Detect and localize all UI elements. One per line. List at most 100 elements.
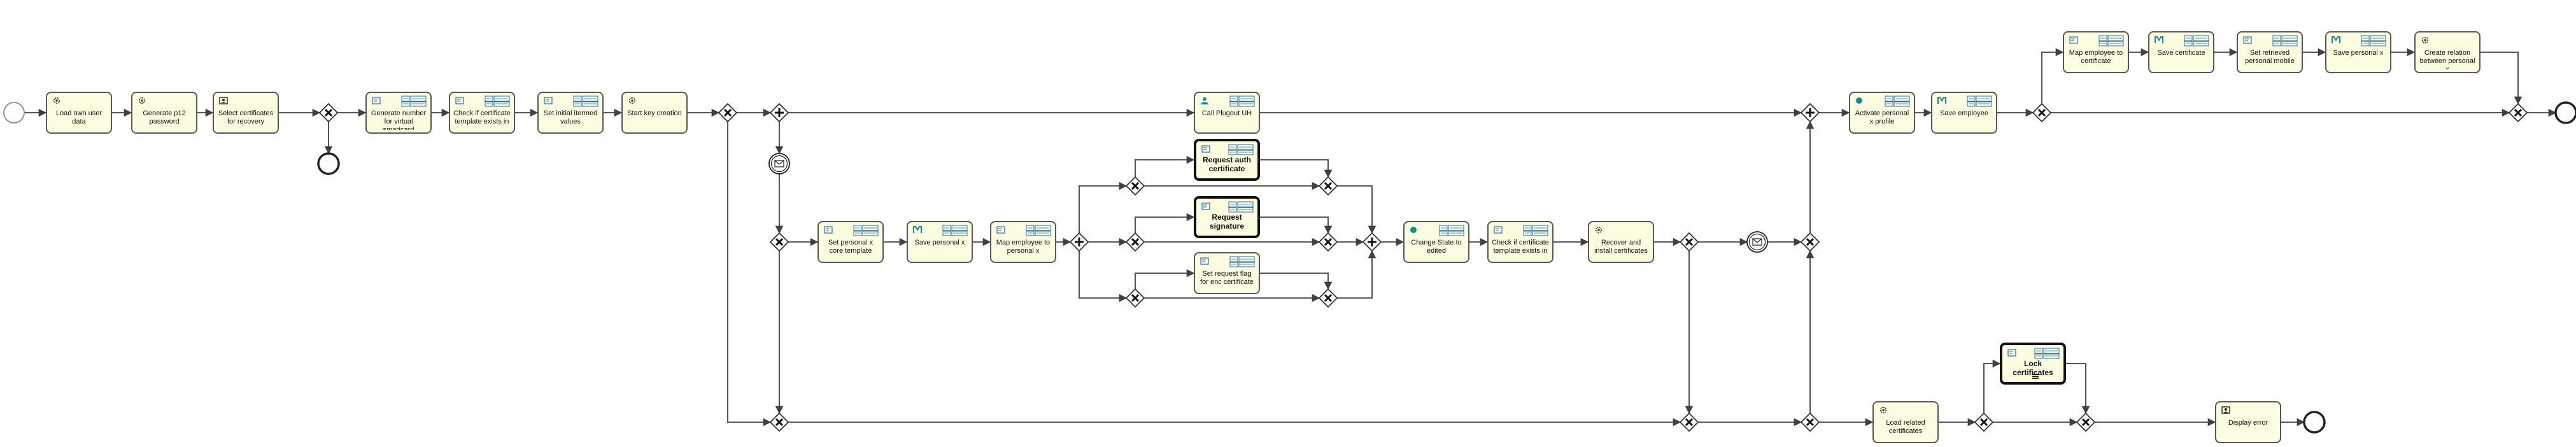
task-set-initial-itermed-values[interactable]: Set initial itermed values: [537, 92, 604, 134]
data-mapping-icon: [2184, 35, 2209, 46]
envelope-icon: [774, 160, 784, 167]
envelope-icon: [1752, 238, 1762, 246]
task-generate-number-for-virtual-smartcard[interactable]: Generate number for virtual smartcard: [365, 92, 432, 134]
sequence-flow[interactable]: [2066, 363, 2090, 415]
exclusive-x-icon: [2514, 108, 2523, 117]
task-label: Create relation between personal x: [2419, 49, 2475, 69]
sequence-flow[interactable]: [1135, 269, 1195, 289]
gateway-exclusive[interactable]: [1125, 232, 1145, 252]
exclusive-x-icon: [1324, 238, 1333, 246]
gear-icon: [2421, 36, 2429, 44]
task-map-employee-to-certificate[interactable]: Map employee to certificate: [2063, 31, 2129, 73]
task-lock-certificates[interactable]: Lock certificates: [2000, 343, 2066, 385]
task-request-auth-certificate[interactable]: Request auth certificate: [1194, 139, 1260, 181]
task-request-signature[interactable]: Request signature: [1194, 196, 1260, 238]
script-icon: [824, 226, 833, 234]
task-set-personal-x-core-template[interactable]: Set personal x core template: [817, 221, 884, 263]
script-icon: [455, 97, 464, 104]
sequence-flow[interactable]: [1079, 181, 1128, 233]
task-recover-and-install-certificates[interactable]: Recover and install certificates: [1588, 221, 1654, 263]
task-map-employee-to-personal-x[interactable]: Map employee to personal x: [990, 221, 1056, 263]
sequence-flow[interactable]: [1079, 251, 1128, 302]
task-set-retrieved-personal-mobile[interactable]: Set retrieved personal mobile: [2237, 31, 2303, 73]
gateway-exclusive[interactable]: [1318, 288, 1338, 308]
task-select-certificates-for-recovery[interactable]: Select certificates for recovery: [213, 92, 279, 134]
end-event[interactable]: [2303, 411, 2326, 434]
task-load-own-user-data[interactable]: Load own user data: [46, 92, 112, 134]
exclusive-x-icon: [775, 238, 784, 246]
sequence-flow[interactable]: [1260, 159, 1333, 178]
gateway-exclusive[interactable]: [2508, 103, 2528, 123]
gateway-parallel[interactable]: [1069, 232, 1089, 252]
task-save-employee[interactable]: Save employee: [1931, 92, 1997, 134]
task-start-key-creation[interactable]: Start key creation: [621, 92, 688, 134]
gateway-exclusive[interactable]: [1125, 288, 1145, 308]
sequence-flow[interactable]: [1337, 185, 1376, 234]
gear-icon: [138, 97, 146, 104]
save-icon: [1937, 97, 1946, 104]
message-event[interactable]: [768, 153, 790, 174]
task-check-if-certificate-template-exists-in[interactable]: Check if certificate template exists in: [1487, 221, 1553, 263]
task-label: Request auth certificate: [1202, 155, 1251, 173]
end-event[interactable]: [317, 152, 340, 175]
gateway-exclusive[interactable]: [2032, 103, 2052, 123]
message-event[interactable]: [1746, 231, 1768, 253]
exclusive-x-icon: [1324, 294, 1333, 302]
sequence-flow[interactable]: [1983, 359, 2001, 413]
task-generate-p12-password[interactable]: Generate p12 password: [131, 92, 197, 134]
gateway-exclusive[interactable]: [769, 232, 789, 252]
gateway-exclusive[interactable]: [1679, 232, 1699, 252]
gateway-parallel[interactable]: [1362, 232, 1382, 252]
gateway-exclusive[interactable]: [318, 103, 339, 123]
user-icon: [1201, 97, 1208, 104]
data-mapping-icon: [2098, 35, 2124, 46]
exclusive-x-icon: [775, 418, 784, 427]
end-event[interactable]: [2554, 101, 2576, 124]
gateway-exclusive[interactable]: [1679, 412, 1699, 432]
task-label: Generate p12 password: [143, 110, 186, 125]
gateway-exclusive[interactable]: [718, 103, 738, 123]
task-save-personal-x[interactable]: Save personal x: [907, 221, 973, 263]
task-label: Display error: [2228, 419, 2268, 427]
task-save-certificate[interactable]: Save certificate: [2148, 31, 2214, 73]
gateway-exclusive[interactable]: [1974, 412, 1994, 432]
gear-icon: [628, 97, 636, 104]
parallel-plus-icon: [1806, 108, 1815, 117]
task-create-relation-between-personal-x[interactable]: Create relation between personal x: [2414, 31, 2480, 73]
sequence-flow[interactable]: [1135, 155, 1195, 177]
sequence-flow[interactable]: [1260, 216, 1333, 234]
data-mapping-icon: [1229, 96, 1255, 107]
gateway-parallel[interactable]: [1800, 103, 1820, 123]
sequence-flow[interactable]: [2480, 52, 2523, 105]
sequence-flow[interactable]: [1135, 213, 1195, 233]
save-icon: [2332, 36, 2340, 43]
gateway-exclusive[interactable]: [769, 412, 789, 432]
task-display-error[interactable]: Display error: [2215, 401, 2281, 443]
task-load-related-certificates[interactable]: Load related certificates: [1872, 401, 1939, 443]
start-event[interactable]: [3, 102, 25, 124]
gateway-parallel[interactable]: [769, 103, 789, 123]
sequence-flow[interactable]: [1135, 181, 1320, 195]
sequence-flow[interactable]: [2041, 48, 2064, 104]
gateway-exclusive[interactable]: [1125, 176, 1145, 196]
sequence-flow[interactable]: [1260, 273, 1333, 290]
task-activate-personal-x-profile[interactable]: Activate personal x profile: [1849, 92, 1915, 134]
task-label: Save personal x: [914, 239, 965, 246]
parallel-plus-icon: [775, 108, 784, 117]
gateway-exclusive[interactable]: [2076, 412, 2096, 432]
gateway-exclusive[interactable]: [1318, 232, 1338, 252]
script-icon: [1200, 257, 1209, 265]
data-mapping-icon: [1967, 96, 1992, 107]
gateway-exclusive[interactable]: [1800, 412, 1820, 432]
task-set-request-flag-for-enc-certificate[interactable]: Set request flag for enc certificate: [1194, 252, 1260, 294]
sequence-flow[interactable]: [1337, 250, 1376, 299]
task-check-if-certificate-template-exists-in[interactable]: Check if certificate template exists in: [449, 92, 515, 134]
gateway-exclusive[interactable]: [1318, 176, 1338, 196]
sequence-flow[interactable]: [727, 122, 772, 427]
task-save-personal-x[interactable]: Save personal x: [2325, 31, 2391, 73]
task-call-plugout-uh[interactable]: Call Plugout UH: [1194, 92, 1260, 134]
gateway-exclusive[interactable]: [1800, 232, 1820, 252]
data-mapping-icon: [1026, 225, 1051, 236]
task-change-state-to-edited[interactable]: Change State to edited: [1403, 221, 1469, 263]
